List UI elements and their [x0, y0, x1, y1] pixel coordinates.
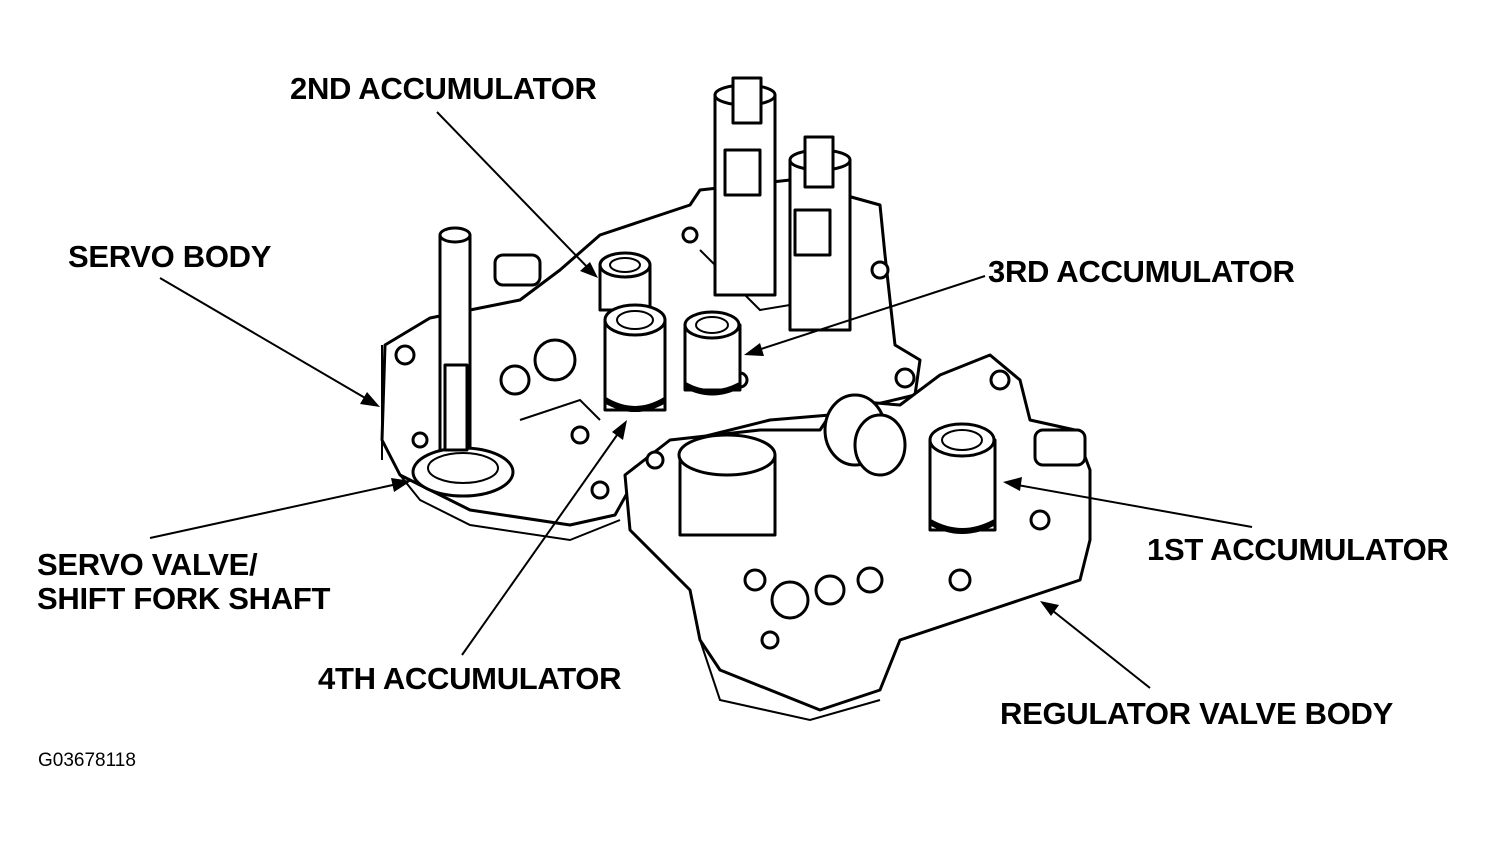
- arrow-1st-accumulator: [1003, 477, 1022, 491]
- label-2nd-accumulator: 2ND ACCUMULATOR: [290, 71, 597, 106]
- arrow-3rd-accumulator: [744, 343, 764, 356]
- arrow-regulator-valve-body: [1040, 601, 1059, 616]
- label-servo-valve-line2: SHIFT FORK SHAFT: [37, 581, 331, 616]
- figure-id: G03678118: [38, 750, 136, 771]
- arrow-2nd-accumulator: [580, 262, 598, 278]
- leader-lines: [149, 111, 1253, 689]
- regulator-valve-body-drawing: [623, 353, 1092, 722]
- servo-body-drawing: [380, 76, 922, 542]
- arrow-servo-body: [360, 392, 380, 407]
- leader-regulator-valve-body: [1047, 606, 1151, 689]
- leader-servo-body: [159, 277, 373, 403]
- arrow-4th-accumulator: [612, 420, 627, 440]
- label-4th-accumulator: 4TH ACCUMULATOR: [318, 661, 622, 696]
- leader-4th-accumulator: [461, 427, 623, 656]
- label-3rd-accumulator: 3RD ACCUMULATOR: [988, 254, 1295, 289]
- leader-2nd-accumulator: [436, 111, 593, 273]
- label-regulator-valve-body: REGULATOR VALVE BODY: [1000, 696, 1394, 731]
- leader-servo-valve: [149, 482, 403, 539]
- label-servo-valve-line1: SERVO VALVE/: [37, 547, 258, 582]
- label-servo-body: SERVO BODY: [68, 239, 272, 274]
- leader-3rd-accumulator: [751, 275, 986, 353]
- leader-1st-accumulator: [1011, 483, 1253, 528]
- label-1st-accumulator: 1ST ACCUMULATOR: [1147, 532, 1449, 567]
- arrow-servo-valve: [391, 478, 411, 492]
